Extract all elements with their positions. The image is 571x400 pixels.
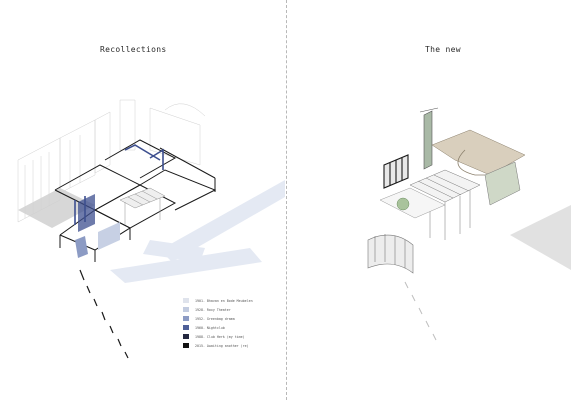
legend-item: 1901. Bhavan en Bode Meubelen xyxy=(183,296,253,305)
legend-item: 1952. Greenbag drama xyxy=(183,314,253,323)
new-dark-frame xyxy=(383,154,409,189)
legend-item: 1960. Nightclub xyxy=(183,323,253,332)
ground-plane-grey xyxy=(510,205,571,270)
legend-label: 1952. Greenbag drama xyxy=(195,316,235,321)
timeline-legend: 1901. Bhavan en Bode Meubelen 1928. Roxy… xyxy=(183,296,253,350)
new-stair-tower xyxy=(419,107,439,170)
panel-title-recollections: Recollections xyxy=(100,45,167,54)
ground-strip-bend xyxy=(143,240,205,262)
legend-swatch xyxy=(183,307,189,312)
legend-swatch xyxy=(183,325,189,330)
ground-strip-long xyxy=(160,180,285,262)
blue-stair-mark xyxy=(75,236,88,258)
legend-label: 2015. Awaiting another (re) xyxy=(195,343,249,348)
curved-terrace xyxy=(457,149,495,176)
legend-item: 1928. Roxy Theater xyxy=(183,305,253,314)
legend-swatch xyxy=(183,334,189,339)
legend-swatch xyxy=(183,316,189,321)
glass-volume xyxy=(484,161,521,206)
legend-swatch xyxy=(183,343,189,348)
legend-label: 1928. Roxy Theater xyxy=(195,307,231,312)
canopy-grid xyxy=(119,187,166,225)
legend-label: 1960. Nightclub xyxy=(195,325,225,330)
panel-divider xyxy=(286,0,287,400)
ground-strip-lower xyxy=(110,248,262,283)
new-axis-dashes xyxy=(404,281,437,341)
grey-floor xyxy=(18,188,95,228)
background-facades xyxy=(17,99,206,223)
recollections-outline xyxy=(54,139,217,262)
dark-blue-volume xyxy=(78,194,95,232)
courtyard-tree xyxy=(396,197,410,211)
legend-label: 1901. Bhavan en Bode Meubelen xyxy=(195,298,253,303)
legend-label: 1988. Club Herk (my time) xyxy=(195,334,245,339)
site-axis-dashes xyxy=(79,269,129,359)
panel-title-the-new: The new xyxy=(425,45,461,54)
legend-item: 2015. Awaiting another (re) xyxy=(183,341,253,350)
legend-swatch xyxy=(183,298,189,303)
legend-item: 1988. Club Herk (my time) xyxy=(183,332,253,341)
pale-blue-volume xyxy=(98,222,120,250)
lower-courtyard xyxy=(379,187,446,219)
round-pavilion xyxy=(367,234,414,274)
